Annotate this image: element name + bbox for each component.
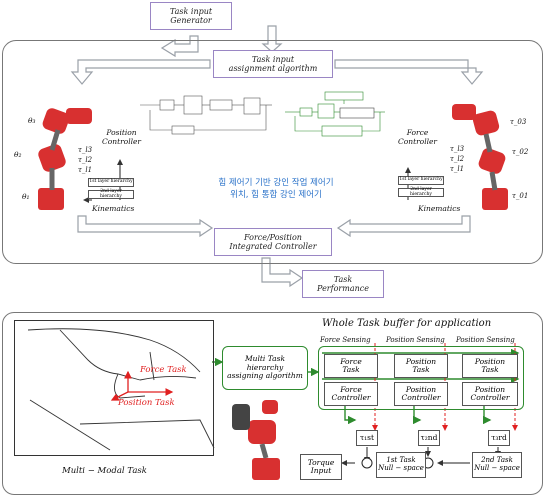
robot-right-icon	[452, 104, 508, 210]
left-kinematics-label: Kinematics	[92, 204, 135, 213]
hand-sketch-image	[27, 328, 215, 451]
robot-left-icon	[38, 108, 92, 210]
force-position-controller-box: Force/Position Integrated Controller	[214, 228, 332, 256]
col2-sensing: Position Sensing	[386, 336, 445, 344]
task-assignment-box: Task input assignment algorithm	[213, 50, 333, 78]
right-tau11-label: τ_l1	[450, 165, 465, 173]
task-input-generator-box: Task input Generator	[150, 2, 232, 30]
left-tau11-label: τ_l1	[78, 166, 93, 174]
right-tau13-label: τ_l3	[450, 145, 465, 153]
position-task-label: Position Task	[118, 398, 175, 408]
col3-task-box: Position Task	[462, 354, 518, 378]
right-layer2-box: 2nd layer hierarchy	[398, 187, 444, 197]
col1-sensing: Force Sensing	[320, 336, 371, 344]
whole-task-buffer-title: Whole Task buffer for application	[322, 318, 492, 329]
left-layer1-box: 1st layer hierarchy	[88, 178, 134, 187]
control-block-diagram	[140, 95, 272, 135]
tau02-label: τ_02	[512, 148, 529, 156]
theta2-label: θ₂	[14, 150, 22, 159]
korean-line1: 힘 제어기 기반 강인 작업 제어기	[218, 178, 334, 188]
torque-input-box: Torque Input	[300, 454, 342, 480]
top-panel	[2, 40, 543, 264]
task-buffer-frame	[318, 346, 524, 410]
col1-controller-box: Force Controller	[324, 382, 378, 406]
robot-bottom-icon	[232, 400, 280, 480]
col3-controller-box: Position Controller	[462, 382, 518, 406]
col2-controller-box: Position Controller	[394, 382, 448, 406]
force-controller-label: Force Controller	[398, 128, 438, 146]
flow-arrows	[70, 25, 484, 288]
left-layer2-box: 2nd layer hierarchy	[88, 189, 134, 199]
force-block-diagram	[285, 91, 385, 137]
multi-task-algorithm-box: Multi Task hierarchy assigning algorithm	[222, 346, 308, 390]
col3-sensing: Position Sensing	[456, 336, 515, 344]
tau01-label: τ_01	[512, 192, 529, 200]
null-space-1-box: 1st Task Null − space	[376, 452, 426, 478]
task-performance-box: Task Performance	[302, 270, 384, 298]
bottom-panel	[2, 312, 543, 495]
tau-2nd-box: τ₂nd	[418, 430, 440, 446]
col2-task-box: Position Task	[394, 354, 448, 378]
null-space-2-box: 2nd Task Null − space	[472, 452, 522, 478]
theta1-label: θ₁	[22, 192, 30, 201]
tau-3rd-box: τ₃rd	[488, 430, 510, 446]
left-tau13-label: τ_l3	[78, 146, 93, 154]
tau-1st-box: τ₁st	[356, 430, 378, 446]
theta3-label: θ₃	[28, 116, 36, 125]
multi-modal-label: Multi − Modal Task	[62, 466, 147, 476]
col1-task-box: Force Task	[324, 354, 378, 378]
multi-modal-image-frame	[14, 320, 214, 456]
right-tau12-label: τ_l2	[450, 155, 465, 163]
position-controller-label: Position Controller	[102, 128, 142, 146]
tau03-label: τ_03	[510, 118, 527, 126]
right-layer1-box: 1st layer hierarchy	[398, 176, 444, 185]
left-tau12-label: τ_l2	[78, 156, 93, 164]
force-task-label: Force Task	[140, 365, 187, 375]
right-kinematics-label: Kinematics	[418, 204, 461, 213]
korean-line2: 위치, 힘 통합 강인 제어기	[230, 190, 322, 200]
